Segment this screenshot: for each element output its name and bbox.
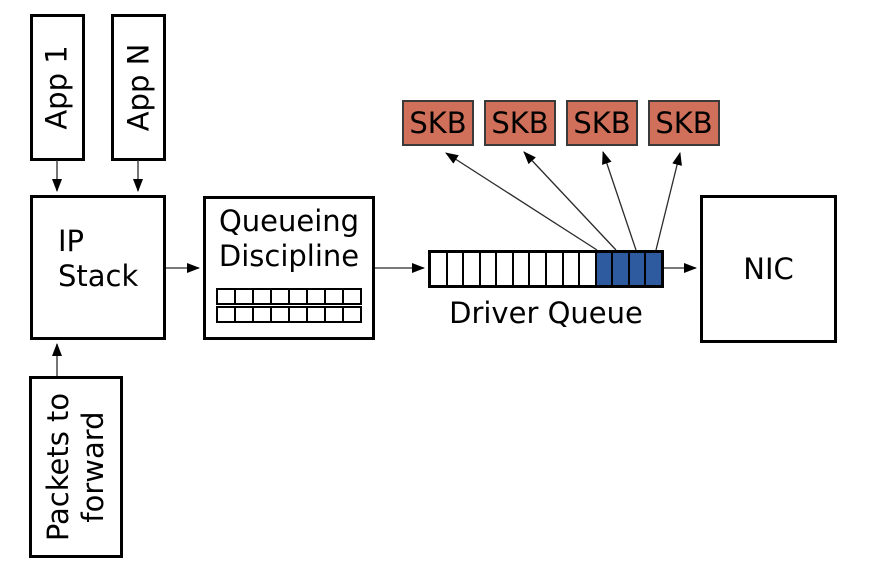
qdisc-grid-cell: [324, 306, 344, 323]
arrow-queue-cell-to-skb2: [523, 151, 617, 251]
skb-row: SKB SKB SKB SKB: [402, 100, 720, 146]
driver-queue-cell-empty: [446, 252, 464, 286]
skb-box-3: SKB: [566, 100, 638, 146]
packets-to-forward-box: Packets to forward: [29, 376, 123, 558]
qdisc-grid-cell: [234, 288, 254, 305]
driver-queue-cell-empty: [562, 252, 580, 286]
qdisc-grid-cell: [288, 288, 308, 305]
qdisc-grid-cell: [306, 306, 326, 323]
appN-label: App N: [121, 43, 156, 132]
ip-stack-label-line2: Stack: [58, 258, 139, 293]
app1-box: App 1: [30, 14, 85, 161]
skb-label-3: SKB: [573, 106, 631, 140]
nic-box: NIC: [700, 195, 837, 343]
arrow-queue-cell-to-skb3: [602, 151, 637, 251]
qdisc-grid-cell: [270, 306, 290, 323]
nic-label: NIC: [743, 251, 794, 286]
app1-label: App 1: [40, 45, 75, 130]
qdisc-label-line2: Discipline: [218, 239, 360, 273]
driver-queue-label: Driver Queue: [449, 296, 643, 330]
skb-label-2: SKB: [491, 106, 549, 140]
qdisc-grid-cell: [216, 306, 236, 323]
queueing-discipline-box: Queueing Discipline: [203, 196, 375, 340]
ip-stack-label-line1: IP: [58, 223, 85, 258]
qdisc-grid-row: [216, 306, 362, 323]
skb-box-1: SKB: [402, 100, 474, 146]
packets-to-forward-label: Packets to forward: [41, 393, 111, 541]
qdisc-grid-cell: [342, 306, 362, 323]
driver-queue-cell-filled: [595, 252, 613, 286]
skb-label-1: SKB: [409, 106, 467, 140]
driver-queue-cell-empty: [545, 252, 563, 286]
arrow-queue-cell-to-skb1: [445, 152, 598, 251]
packets-label-line1: Packets to: [41, 392, 76, 542]
skb-box-2: SKB: [484, 100, 556, 146]
qdisc-grid-cell: [324, 288, 344, 305]
driver-queue-cell-empty: [479, 252, 497, 286]
appN-box: App N: [111, 14, 166, 161]
driver-queue-cell-empty: [529, 252, 546, 286]
driver-queue-cell-empty: [512, 252, 530, 286]
skb-box-4: SKB: [648, 100, 720, 146]
qdisc-grid-cell: [216, 288, 236, 305]
packets-label-line2: forward: [76, 411, 111, 523]
qdisc-grid-row: [216, 288, 362, 305]
driver-queue-cells: [428, 250, 664, 288]
qdisc-grid-cell: [252, 288, 272, 305]
skb-label-4: SKB: [655, 106, 713, 140]
driver-queue-cell-filled: [645, 252, 662, 286]
qdisc-grid-cell: [288, 306, 308, 323]
qdisc-grid-cell: [306, 288, 326, 305]
driver-queue-cell-empty: [430, 252, 447, 286]
driver-queue-cell-empty: [496, 252, 513, 286]
ip-stack-box: IP Stack: [30, 195, 166, 340]
driver-queue-cell-filled: [612, 252, 629, 286]
driver-queue-cell-empty: [463, 252, 480, 286]
driver-queue-cell-empty: [579, 252, 596, 286]
arrow-queue-cell-to-skb4: [655, 152, 682, 251]
qdisc-grid-cell: [252, 306, 272, 323]
qdisc-grid: [216, 288, 362, 323]
qdisc-grid-cell: [342, 288, 362, 305]
qdisc-grid-cell: [234, 306, 254, 323]
qdisc-label-line1: Queueing: [218, 204, 360, 238]
qdisc-grid-cell: [270, 288, 290, 305]
driver-queue-cell-filled: [628, 252, 646, 286]
